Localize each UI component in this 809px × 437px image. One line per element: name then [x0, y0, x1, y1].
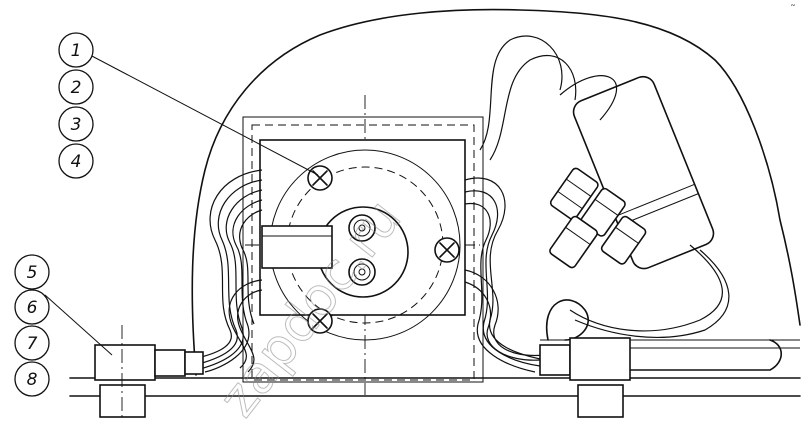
svg-text:1: 1	[71, 41, 82, 61]
hub-slot	[261, 225, 333, 269]
svg-text:7: 7	[27, 334, 38, 354]
leader-1	[89, 54, 319, 176]
wire-bundle-right	[464, 35, 577, 373]
callout-7: 7	[14, 325, 50, 361]
corner-mark: ˜	[790, 3, 796, 17]
screw-bottom	[307, 308, 333, 334]
leader-5	[44, 294, 113, 356]
screw-right	[434, 237, 460, 263]
screw-top	[307, 165, 333, 191]
mount-frame-dash	[251, 124, 475, 381]
housing-outline	[191, 8, 801, 376]
capacitor-lead-1	[559, 75, 618, 121]
cable-loop	[545, 299, 589, 341]
svg-text:4: 4	[71, 152, 82, 172]
callout-8: 8	[14, 361, 50, 397]
svg-text:3: 3	[71, 115, 82, 135]
hub-nut-upper	[348, 214, 376, 242]
capacitor-lead-3	[574, 249, 730, 339]
callout-2: 2	[58, 69, 94, 105]
callout-1: 1	[58, 32, 94, 68]
callout-3: 3	[58, 106, 94, 142]
svg-text:6: 6	[27, 298, 38, 318]
wire-bundle-left	[189, 169, 263, 373]
callout-5: 5	[14, 254, 50, 290]
connector-3	[549, 215, 598, 269]
svg-text:8: 8	[27, 370, 38, 390]
capacitor-lead-2	[569, 244, 723, 332]
terminal-block-right	[539, 337, 631, 418]
callout-4: 4	[58, 143, 94, 179]
svg-text:5: 5	[27, 263, 38, 283]
capacitor	[572, 75, 715, 270]
rail-end	[599, 339, 783, 371]
connector-1	[549, 167, 599, 221]
callout-6: 6	[14, 289, 50, 325]
connector-4	[600, 215, 647, 265]
terminal-block-left	[94, 325, 204, 420]
svg-text:2: 2	[71, 78, 82, 98]
hub-nut-lower	[348, 258, 376, 286]
